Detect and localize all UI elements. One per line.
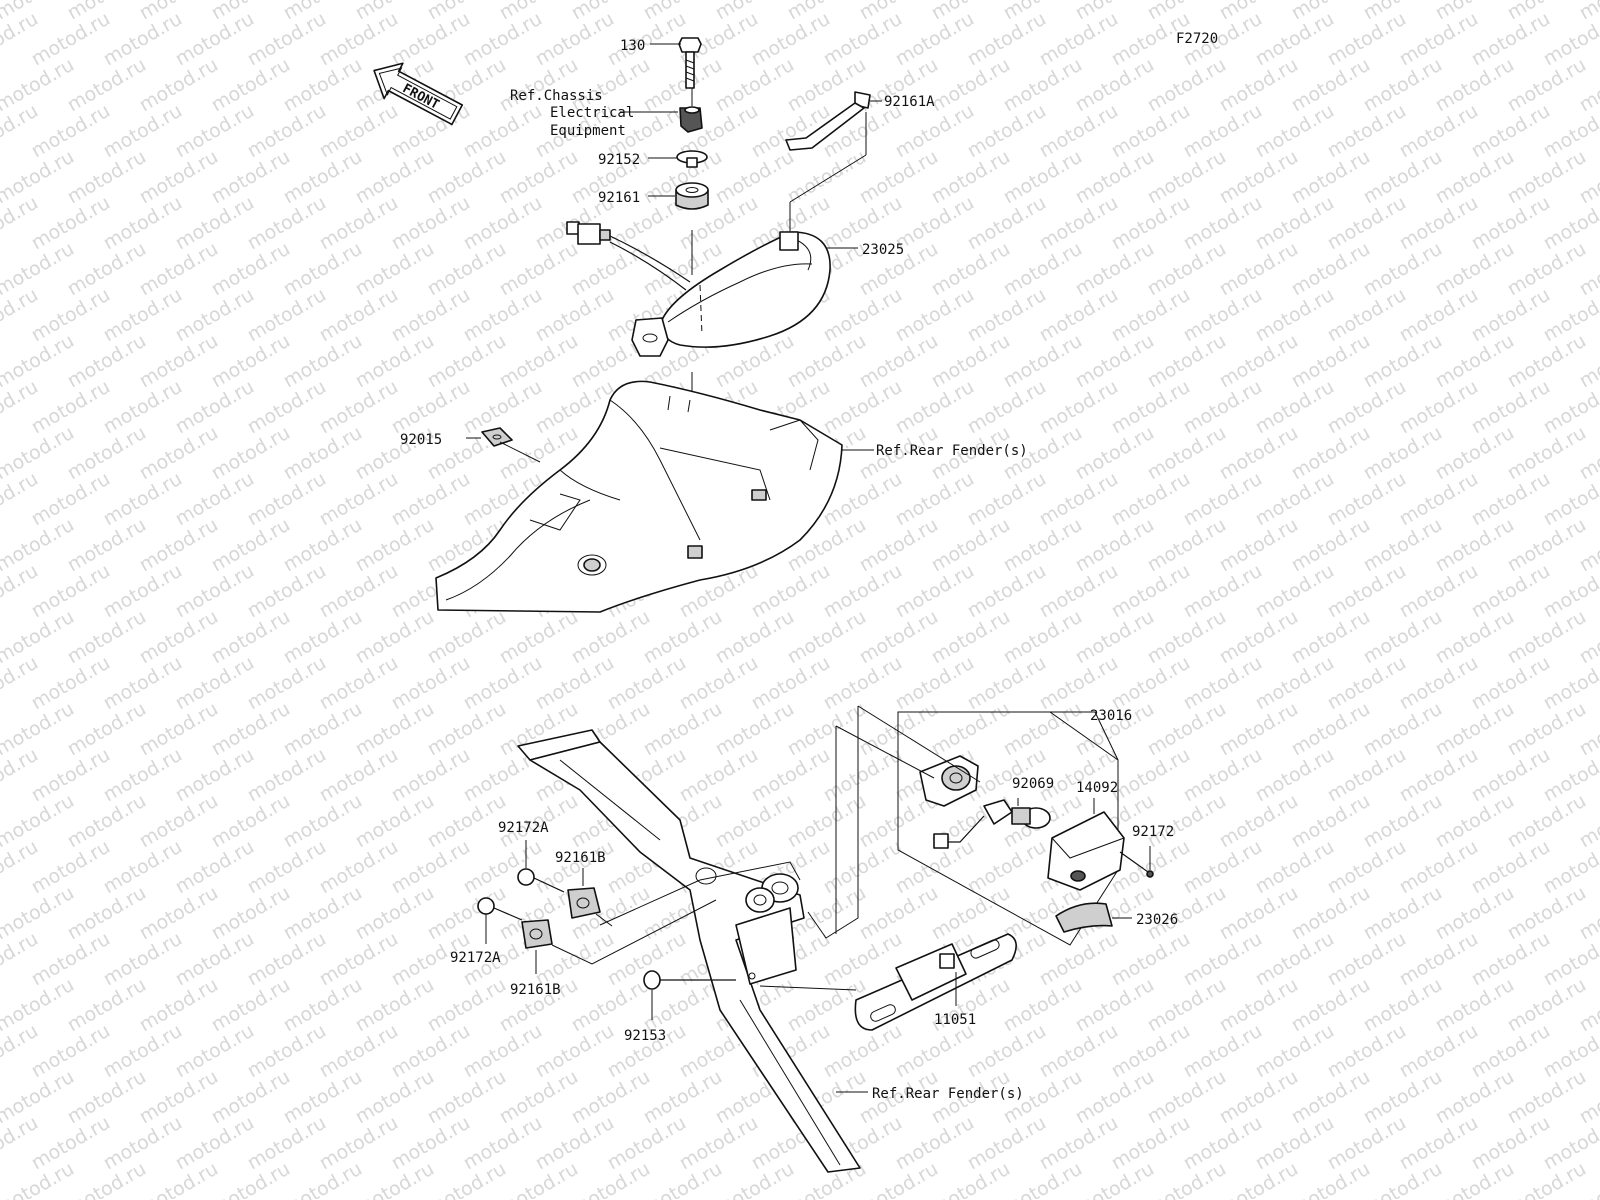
label-92161B-top: 92161B bbox=[555, 850, 606, 866]
clip-nut-92015 bbox=[481, 427, 513, 447]
label-11051: 11051 bbox=[934, 1012, 976, 1028]
tail-lamp-connector bbox=[566, 221, 691, 291]
label-92152: 92152 bbox=[598, 152, 640, 168]
label-23026: 23026 bbox=[1136, 912, 1178, 928]
plate-holder-11051 bbox=[854, 933, 1017, 1031]
label-92172: 92172 bbox=[1132, 824, 1174, 840]
label-23025: 23025 bbox=[862, 242, 904, 258]
label-ref-chassis-2: Electrical bbox=[550, 105, 634, 121]
label-ref-rear-fender-top: Ref.Rear Fender(s) bbox=[876, 443, 1028, 459]
label-ref-rear-fender-bottom: Ref.Rear Fender(s) bbox=[872, 1086, 1024, 1102]
label-92069: 92069 bbox=[1012, 776, 1054, 792]
lens-cover-23026 bbox=[1055, 902, 1113, 933]
label-130: 130 bbox=[620, 38, 645, 54]
grommet-92161B-top bbox=[567, 887, 601, 919]
label-92172A-bottom: 92172A bbox=[450, 950, 501, 966]
label-92172A-top: 92172A bbox=[498, 820, 549, 836]
rear-fender-top bbox=[435, 380, 843, 613]
guide-lines-bottom bbox=[551, 705, 981, 991]
grommet-92161B-bottom bbox=[521, 919, 553, 949]
leader-lines bbox=[466, 43, 1151, 1093]
label-92161: 92161 bbox=[598, 190, 640, 206]
washer-92152 bbox=[676, 150, 708, 168]
label-92161A: 92161A bbox=[884, 94, 935, 110]
tail-lamp-23025 bbox=[631, 231, 831, 357]
label-23016: 23016 bbox=[1090, 708, 1132, 724]
license-lamp-assembly-23016 bbox=[897, 711, 1154, 946]
label-92153: 92153 bbox=[624, 1028, 666, 1044]
ref-chassis-nut bbox=[679, 106, 703, 133]
label-14092: 14092 bbox=[1076, 780, 1118, 796]
grommet-92161 bbox=[675, 182, 709, 210]
label-ref-chassis-3: Equipment bbox=[550, 123, 626, 139]
license-plate-stay bbox=[517, 729, 861, 1173]
callout-labels: 130 Ref.Chassis Electrical Equipment 921… bbox=[400, 38, 1178, 1102]
label-92161B-bottom: 92161B bbox=[510, 982, 561, 998]
label-ref-chassis-1: Ref.Chassis bbox=[510, 88, 603, 104]
label-92015: 92015 bbox=[400, 432, 442, 448]
screw-92172A-top bbox=[517, 868, 565, 893]
figure-code: F2720 bbox=[1176, 31, 1218, 47]
front-direction-arrow-icon: FRONT bbox=[373, 62, 464, 126]
bracket-92161A bbox=[785, 91, 871, 236]
screw-92153 bbox=[643, 970, 736, 990]
